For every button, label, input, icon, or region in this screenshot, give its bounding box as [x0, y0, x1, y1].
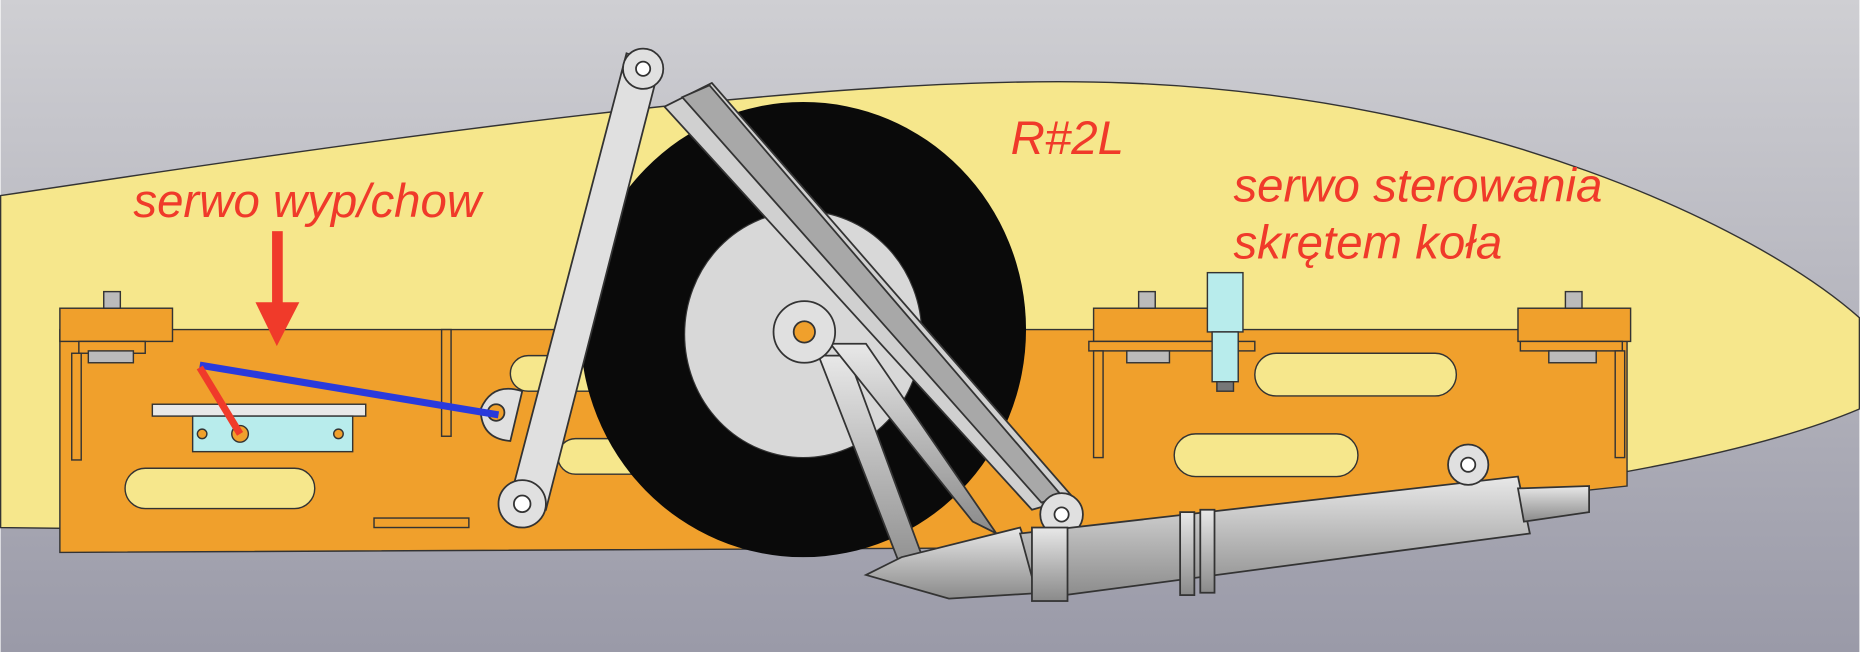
steering-cylinder [1018, 443, 1591, 602]
retract-servo [151, 403, 367, 453]
retract-link [479, 47, 665, 529]
label-model-code: R#2L [1011, 112, 1124, 165]
retract-servo-arm [196, 365, 244, 436]
label-retract-servo: serwo wyp/chow [133, 175, 484, 228]
bolts [87, 290, 1597, 364]
retract-pushrod [199, 361, 500, 419]
label-steering-servo-line1: serwo sterowania [1233, 160, 1602, 213]
retract-servo-arrow [255, 231, 300, 347]
steering-servo [1206, 271, 1244, 392]
mount-brackets [59, 307, 1632, 461]
wheel-fork [772, 300, 1046, 600]
label-steering-servo-line2: skrętem koła [1233, 216, 1502, 269]
main-strut [663, 81, 1084, 537]
